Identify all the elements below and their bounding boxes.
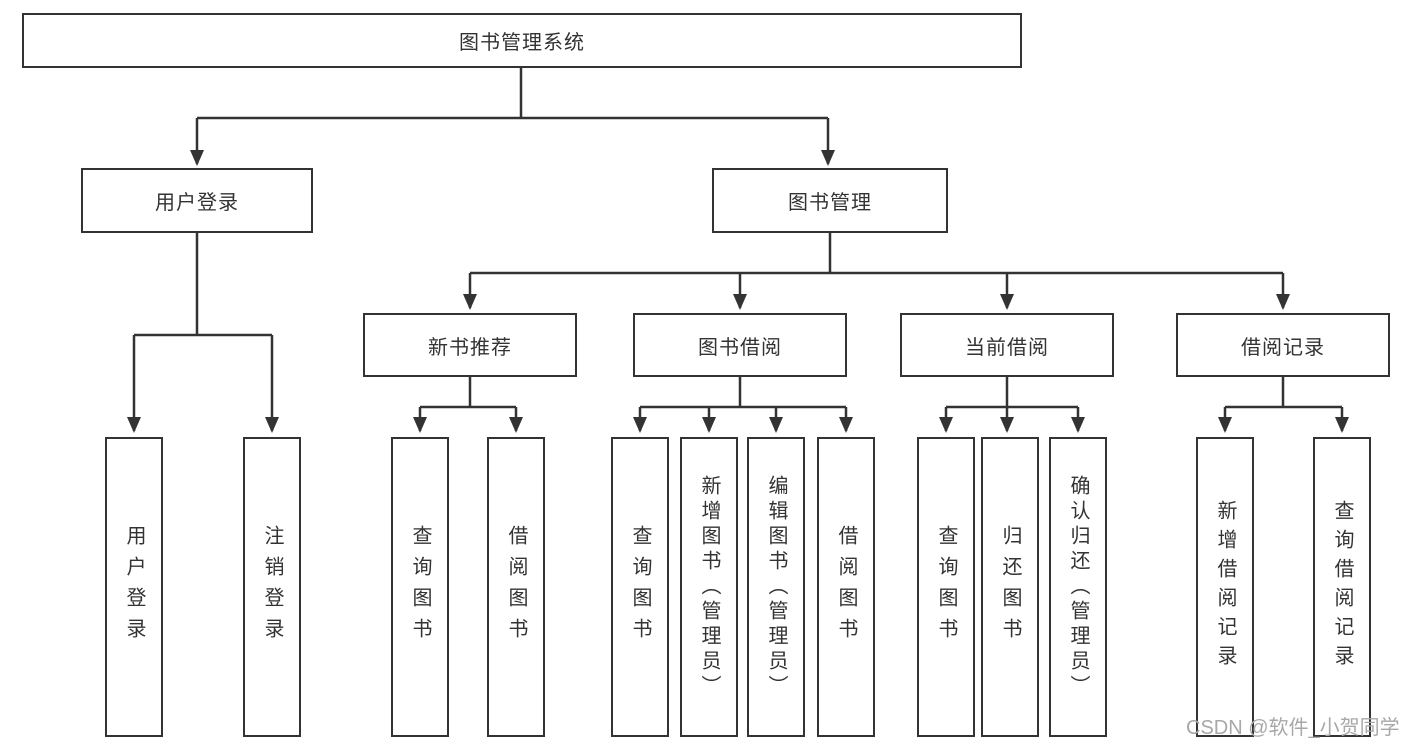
leaf-borrow-books-label: 借阅图书	[835, 525, 857, 649]
leaf-query-books-current-label: 查询图书	[935, 525, 957, 649]
leaf-add-books-admin-label: 新增图书（管理员）	[698, 474, 720, 700]
leaf-borrow-books-recommend: 借阅图书	[487, 437, 545, 737]
leaf-confirm-return-admin: 确认归还（管理员）	[1049, 437, 1107, 737]
node-user-login: 用户登录	[81, 168, 313, 233]
leaf-logout-label: 注销登录	[261, 525, 283, 649]
leaf-add-borrow-record: 新增借阅记录	[1196, 437, 1254, 737]
csdn-watermark: CSDN @软件_小贺同学	[1186, 717, 1400, 739]
leaf-query-books-recommend: 查询图书	[391, 437, 449, 737]
node-borrow-records: 借阅记录	[1176, 313, 1390, 377]
leaf-return-books-label: 归还图书	[999, 525, 1021, 649]
node-book-borrow-label: 图书借阅	[698, 336, 782, 359]
node-current-borrow: 当前借阅	[900, 313, 1114, 377]
leaf-add-books-admin: 新增图书（管理员）	[680, 437, 738, 737]
node-book-management: 图书管理	[712, 168, 948, 233]
leaf-borrow-books: 借阅图书	[817, 437, 875, 737]
node-book-management-label: 图书管理	[788, 192, 872, 214]
leaf-user-login-label: 用户登录	[123, 525, 145, 649]
leaf-confirm-return-admin-label: 确认归还（管理员）	[1067, 474, 1089, 700]
node-root: 图书管理系统	[22, 13, 1022, 68]
node-borrow-records-label: 借阅记录	[1241, 336, 1325, 359]
connector-group	[127, 68, 1349, 433]
leaf-query-books-borrow-label: 查询图书	[629, 525, 651, 649]
node-new-book-recommend: 新书推荐	[363, 313, 577, 377]
node-user-login-label: 用户登录	[155, 192, 239, 214]
node-new-book-recommend-label: 新书推荐	[428, 336, 512, 359]
leaf-logout: 注销登录	[243, 437, 301, 737]
leaf-borrow-books-recommend-label: 借阅图书	[505, 525, 527, 649]
leaf-query-borrow-record: 查询借阅记录	[1313, 437, 1371, 737]
leaf-query-books-recommend-label: 查询图书	[409, 525, 431, 649]
leaf-user-login: 用户登录	[105, 437, 163, 737]
leaf-query-borrow-record-label: 查询借阅记录	[1331, 500, 1353, 674]
leaf-add-borrow-record-label: 新增借阅记录	[1214, 500, 1236, 674]
node-book-borrow: 图书借阅	[633, 313, 847, 377]
leaf-edit-books-admin-label: 编辑图书（管理员）	[765, 474, 787, 700]
node-root-label: 图书管理系统	[459, 32, 585, 54]
leaf-edit-books-admin: 编辑图书（管理员）	[747, 437, 805, 737]
node-current-borrow-label: 当前借阅	[965, 336, 1049, 359]
leaf-query-books-borrow: 查询图书	[611, 437, 669, 737]
leaf-query-books-current: 查询图书	[917, 437, 975, 737]
leaf-return-books: 归还图书	[981, 437, 1039, 737]
